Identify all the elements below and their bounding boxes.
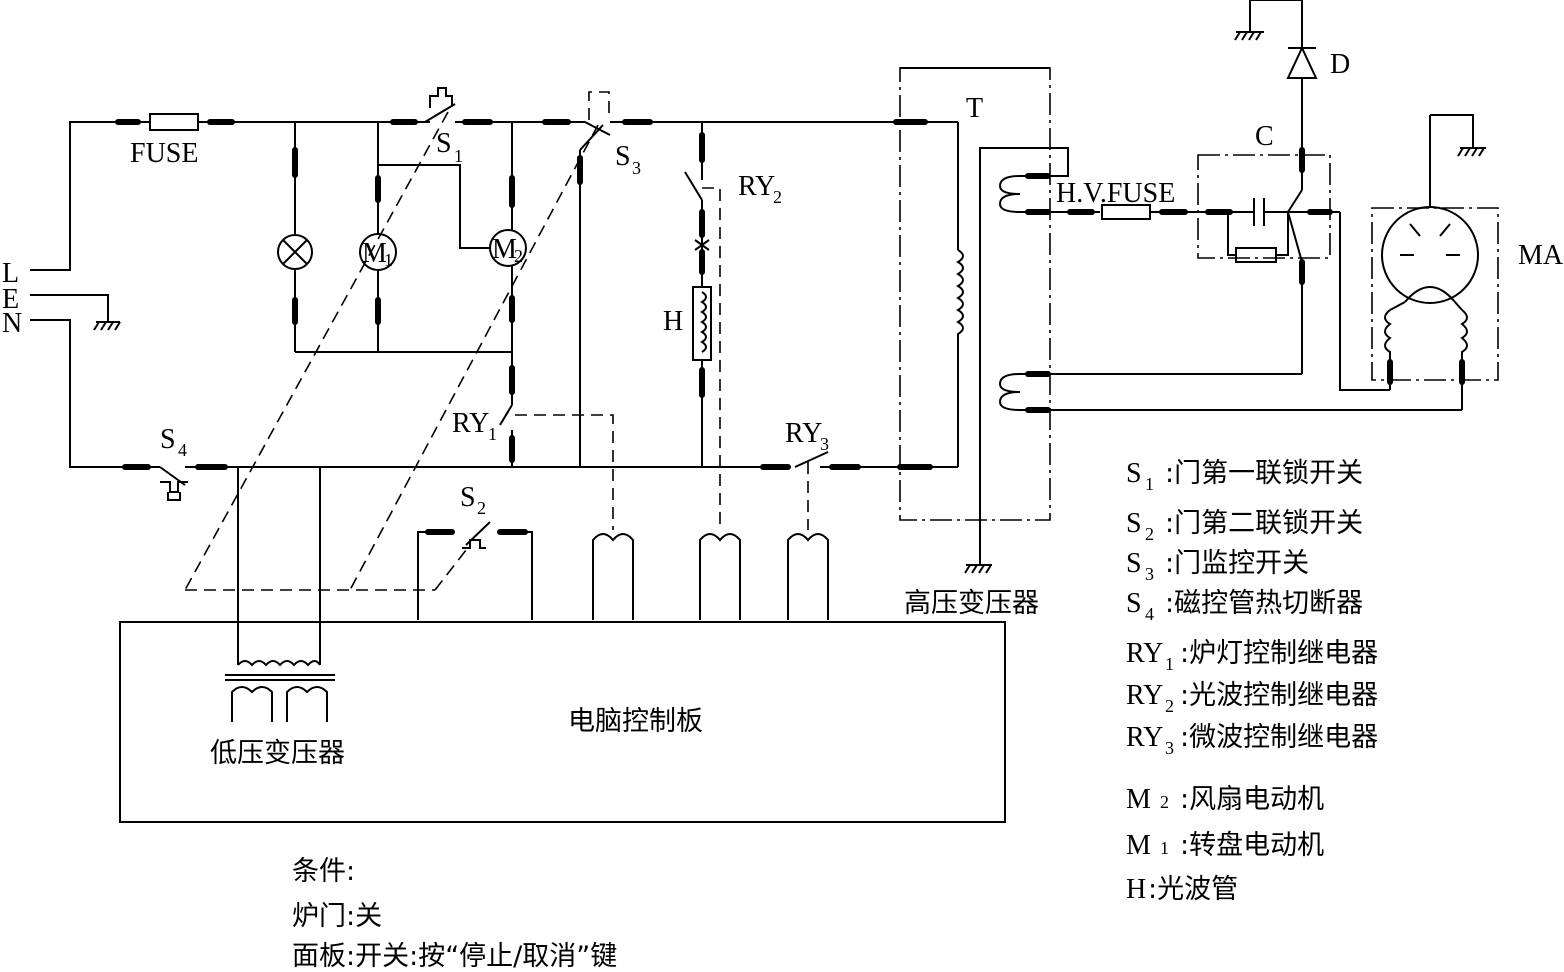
s4-switch: S 4 (159, 424, 188, 501)
c-label: C (1255, 121, 1274, 152)
lv-transformer-label: 低压变压器 (210, 738, 345, 769)
hv-transformer: T 高压变压器 (899, 67, 1462, 619)
svg-text:2: 2 (1160, 792, 1169, 812)
control-board: 电脑控制板 低压变压器 (119, 621, 1006, 823)
ry3-label: RY (785, 418, 822, 449)
svg-text:S: S (1126, 458, 1142, 489)
legend-item: S 1 :门第一联锁开关 (1126, 458, 1363, 494)
heater-h: H (663, 239, 712, 361)
s4-label: S (160, 424, 176, 455)
lamp (277, 234, 313, 270)
legend-item: RY 1 :炉灯控制继电器 (1126, 638, 1378, 674)
ry1-contact: RY 1 (452, 404, 614, 530)
conditions-title: 条件: (292, 856, 355, 887)
svg-text:S: S (1126, 548, 1142, 579)
conditions-door: 炉门:关 (292, 901, 382, 932)
svg-text:2: 2 (1165, 696, 1174, 716)
main-wiring (30, 121, 959, 665)
mechanical-linkage (184, 111, 599, 591)
hv-capacitor: C (1197, 78, 1390, 391)
s1-switch: S 1 (424, 87, 463, 166)
ry3-contact: RY 3 (785, 418, 829, 530)
conditions: 条件: 炉门:关 面板:开关:按“停止/取消”键 (292, 856, 617, 972)
mains-l-label: L (2, 258, 19, 289)
svg-text:M: M (1126, 830, 1151, 861)
legend-item: S 3 :门监控开关 (1126, 548, 1309, 584)
svg-text:M: M (1126, 784, 1151, 815)
svg-text::门监控开关: :门监控开关 (1165, 548, 1309, 579)
m2-sub: 2 (514, 246, 523, 266)
m2-label: M (492, 234, 517, 265)
svg-text::风扇电动机: :风扇电动机 (1180, 784, 1324, 815)
fuse-label: FUSE (130, 138, 198, 169)
ry2-contact: RY 2 (684, 171, 782, 530)
svg-text:3: 3 (1165, 738, 1174, 758)
magnetron: MAG (1371, 114, 1564, 410)
svg-text:3: 3 (1145, 564, 1154, 584)
svg-text:1: 1 (1145, 474, 1154, 494)
s3-label: S (615, 141, 631, 172)
s2-switch: S 2 (417, 482, 533, 620)
svg-text::光波管: :光波管 (1148, 874, 1238, 905)
svg-text:H: H (1126, 874, 1146, 905)
s4-sub: 4 (178, 440, 187, 460)
s1-sub: 1 (454, 146, 463, 166)
conditions-panel: 面板:开关:按“停止/取消”键 (292, 941, 617, 972)
svg-text::门第一联锁开关: :门第一联锁开关 (1165, 458, 1363, 489)
main-fuse: FUSE (130, 113, 199, 169)
legend: S 1 :门第一联锁开关 S 2 :门第二联锁开关 S 3 :门监控开关 S 4… (1126, 458, 1378, 905)
svg-text::炉灯控制继电器: :炉灯控制继电器 (1180, 638, 1378, 669)
s1-label: S (436, 128, 452, 159)
connector-marks (115, 119, 933, 535)
h-label: H (663, 306, 683, 337)
svg-text:1: 1 (1160, 838, 1169, 858)
svg-text::门第二联锁开关: :门第二联锁开关 (1165, 508, 1363, 539)
legend-item: S 2 :门第二联锁开关 (1126, 508, 1363, 544)
hv-transformer-label: 高压变压器 (904, 588, 1039, 619)
m1-label: M (362, 238, 387, 269)
svg-text:2: 2 (1145, 524, 1154, 544)
legend-item: S 4 :磁控管热切断器 (1126, 588, 1363, 624)
svg-text::磁控管热切断器: :磁控管热切断器 (1165, 588, 1363, 619)
s3-sub: 3 (632, 158, 641, 178)
mains-n-label: N (2, 308, 22, 339)
ry2-sub: 2 (773, 187, 782, 207)
legend-item: H :光波管 (1126, 874, 1238, 905)
legend-item: M 2 :风扇电动机 (1126, 784, 1324, 815)
mains-inputs: L E N (2, 258, 22, 339)
svg-text:RY: RY (1126, 638, 1163, 669)
svg-text:RY: RY (1126, 722, 1163, 753)
hv-fuse: H.V.FUSE (1056, 178, 1233, 220)
svg-text:4: 4 (1145, 604, 1154, 624)
ry2-label: RY (738, 171, 775, 202)
hv-diode: D (1234, 0, 1350, 80)
svg-text:S: S (1126, 508, 1142, 539)
t-label: T (966, 93, 983, 124)
motor-m2: M 2 (489, 229, 527, 267)
svg-text::微波控制继电器: :微波控制继电器 (1180, 722, 1378, 753)
mag-label: MAG (1518, 240, 1564, 271)
legend-item: RY 3 :微波控制继电器 (1126, 722, 1378, 758)
svg-text::光波控制继电器: :光波控制继电器 (1180, 680, 1378, 711)
ry3-sub: 3 (820, 434, 829, 454)
d-label: D (1330, 49, 1350, 80)
s2-label: S (460, 482, 476, 513)
motor-m1: M 1 (359, 233, 397, 271)
s3-switch: S 3 (579, 91, 641, 178)
s2-sub: 2 (477, 498, 486, 518)
legend-item: M 1 :转盘电动机 (1126, 830, 1324, 861)
ry1-sub: 1 (488, 424, 497, 444)
legend-item: RY 2 :光波控制继电器 (1126, 680, 1378, 716)
hv-fuse-label: H.V.FUSE (1056, 178, 1175, 209)
mains-e-label: E (2, 284, 19, 315)
control-board-label: 电脑控制板 (568, 706, 703, 737)
svg-text:1: 1 (1165, 654, 1174, 674)
svg-text::转盘电动机: :转盘电动机 (1180, 830, 1324, 861)
svg-text:RY: RY (1126, 680, 1163, 711)
svg-text:S: S (1126, 588, 1142, 619)
relay-coils (592, 533, 829, 620)
ry1-label: RY (452, 408, 489, 439)
m1-sub: 1 (384, 250, 393, 270)
